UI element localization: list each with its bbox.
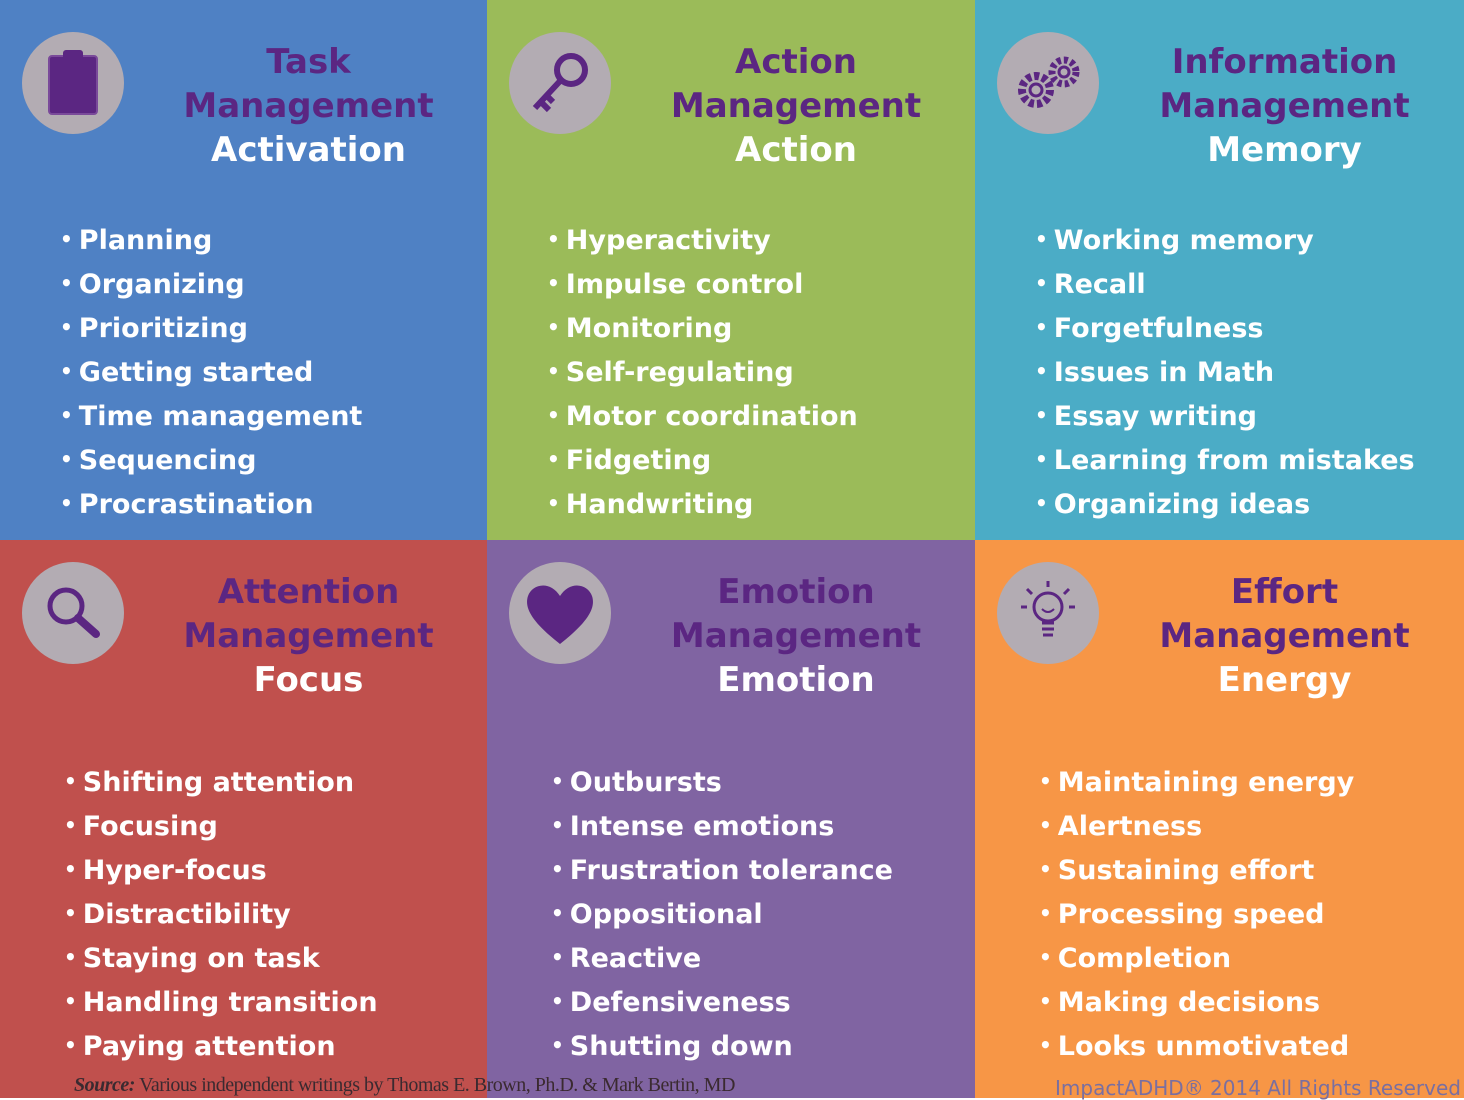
list-item: Looks unmotivated xyxy=(1039,1024,1354,1068)
source-label: Source: xyxy=(74,1074,135,1096)
list-item: Sustaining effort xyxy=(1039,848,1354,892)
heart-icon xyxy=(509,562,611,664)
panel-title-management: Management xyxy=(1159,616,1410,656)
list-item: Paying attention xyxy=(64,1024,378,1068)
list-item: Handwriting xyxy=(547,482,858,526)
panel-subtitle: Action xyxy=(735,130,857,170)
panel-subtitle: Focus xyxy=(253,660,364,700)
list-item: Alertness xyxy=(1039,804,1354,848)
list-item: Time management xyxy=(60,394,363,438)
list-item: Sequencing xyxy=(60,438,362,482)
copyright: ImpactADHD® 2014 All Rights Reserved xyxy=(1055,1076,1461,1100)
list-item: Making decisions xyxy=(1039,980,1354,1024)
panel-title-management: Management xyxy=(670,616,922,656)
panel-list: Maintaining energyAlertnessSustaining ef… xyxy=(1039,760,1354,1068)
list-item: Learning from mistakes xyxy=(1035,438,1415,482)
list-item: Completion xyxy=(1039,936,1354,980)
list-item: Essay writing xyxy=(1035,394,1415,438)
list-item: Impulse control xyxy=(547,262,858,306)
list-item: Prioritizing xyxy=(60,306,362,350)
panel-list: HyperactivityImpulse controlMonitoringSe… xyxy=(547,218,858,526)
panel-title: Action xyxy=(735,42,857,82)
source-text: Various independent writings by Thomas E… xyxy=(134,1074,735,1096)
lightbulb-icon xyxy=(997,562,1099,664)
list-item: Recall xyxy=(1035,262,1415,306)
list-item: Intense emotions xyxy=(551,804,893,848)
panel-heading: Task Management Activation xyxy=(130,40,487,172)
panel-information-management: Information Management Memory Working me… xyxy=(975,0,1464,540)
panel-title-management: Management xyxy=(183,86,434,126)
panel-subtitle: Memory xyxy=(1207,130,1362,170)
panel-emotion-management: Emotion Management Emotion OutburstsInte… xyxy=(487,540,975,1098)
list-item: Maintaining energy xyxy=(1039,760,1354,804)
list-item: Working memory xyxy=(1035,218,1415,262)
list-item: Monitoring xyxy=(547,306,858,350)
list-item: Outbursts xyxy=(551,760,893,804)
panel-effort-management: Effort Management Energy Maintaining ene… xyxy=(975,540,1464,1098)
list-item: Shutting down xyxy=(551,1024,893,1068)
list-item: Hyper-focus xyxy=(64,848,378,892)
panel-attention-management: Attention Management Focus Shifting atte… xyxy=(0,540,487,1098)
gears-icon xyxy=(997,32,1099,134)
panel-title-management: Management xyxy=(183,616,434,656)
panel-title: Information xyxy=(1171,42,1398,82)
panel-list: OutburstsIntense emotionsFrustration tol… xyxy=(551,760,893,1068)
panel-title: Emotion xyxy=(717,572,875,612)
list-item: Handling transition xyxy=(64,980,378,1024)
list-item: Shifting attention xyxy=(64,760,378,804)
panel-heading: Attention Management Focus xyxy=(130,570,487,702)
panel-subtitle: Emotion xyxy=(717,660,875,700)
clipboard-icon xyxy=(22,32,124,134)
panel-title: Attention xyxy=(217,572,400,612)
list-item: Processing speed xyxy=(1039,892,1354,936)
panel-heading: Emotion Management Emotion xyxy=(617,570,975,702)
list-item: Motor coordination xyxy=(547,394,858,438)
panel-heading: Effort Management Energy xyxy=(1105,570,1464,702)
list-item: Defensiveness xyxy=(551,980,893,1024)
list-item: Focusing xyxy=(64,804,378,848)
list-item: Frustration tolerance xyxy=(551,848,893,892)
panel-title-management: Management xyxy=(670,86,922,126)
list-item: Oppositional xyxy=(551,892,893,936)
panel-list: PlanningOrganizingPrioritizingGetting st… xyxy=(60,218,363,526)
list-item: Organizing xyxy=(60,262,362,306)
magnifier-icon xyxy=(22,562,124,664)
list-item: Fidgeting xyxy=(547,438,858,482)
panel-list: Working memoryRecallForgetfulnessIssues … xyxy=(1035,218,1415,526)
panel-heading: Action Management Action xyxy=(617,40,975,172)
panel-list: Shifting attentionFocusingHyper-focusDis… xyxy=(64,760,378,1068)
panel-heading: Information Management Memory xyxy=(1105,40,1464,172)
panel-task-management: Task Management Activation PlanningOrgan… xyxy=(0,0,487,540)
list-item: Procrastination xyxy=(60,482,362,526)
source-note: Source: Various independent writings by … xyxy=(74,1074,735,1097)
panel-title: Effort xyxy=(1230,572,1339,612)
list-item: Distractibility xyxy=(64,892,378,936)
list-item: Getting started xyxy=(60,350,362,394)
panel-title-management: Management xyxy=(1159,86,1410,126)
panel-subtitle: Energy xyxy=(1217,660,1352,700)
list-item: Forgetfulness xyxy=(1035,306,1415,350)
panel-title: Task xyxy=(266,42,351,82)
list-item: Reactive xyxy=(551,936,893,980)
key-icon xyxy=(509,32,611,134)
panel-action-management: Action Management Action HyperactivityIm… xyxy=(487,0,975,540)
list-item: Hyperactivity xyxy=(547,218,858,262)
panel-subtitle: Activation xyxy=(211,130,406,170)
list-item: Issues in Math xyxy=(1035,350,1415,394)
list-item: Self-regulating xyxy=(547,350,858,394)
list-item: Planning xyxy=(60,218,362,262)
list-item: Organizing ideas xyxy=(1035,482,1415,526)
list-item: Staying on task xyxy=(64,936,378,980)
